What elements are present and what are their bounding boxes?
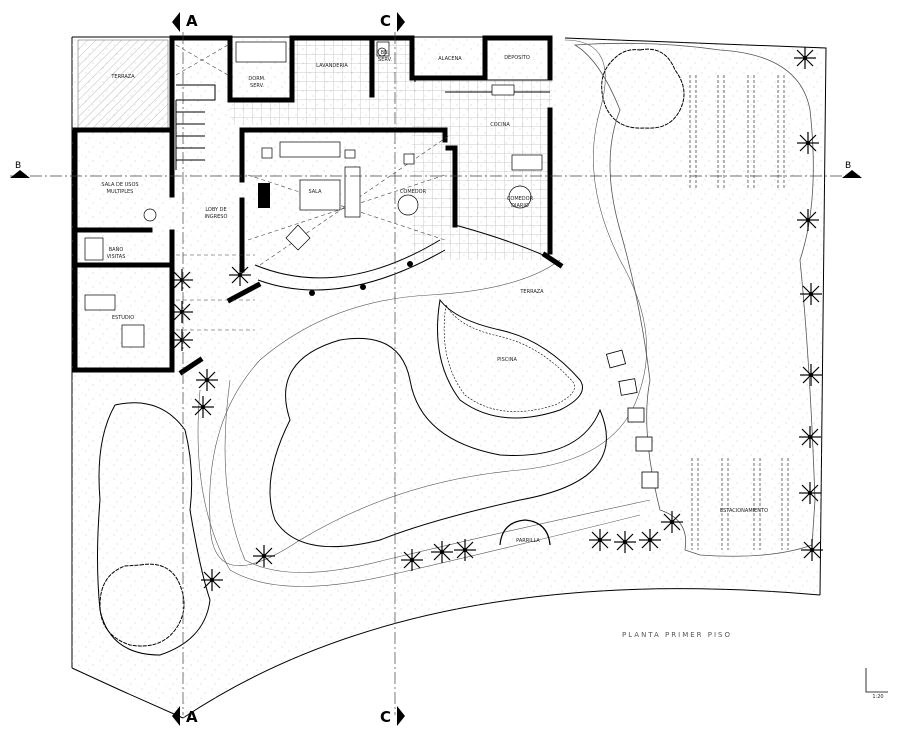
label-lavanderia: LAVANDERIA: [316, 63, 348, 69]
section-a-bottom: A: [186, 708, 198, 726]
label-piscina: PISCINA: [497, 357, 517, 363]
label-cocina: COCINA: [490, 122, 510, 128]
right-garden: [573, 42, 816, 557]
section-a-top: A: [186, 12, 198, 30]
scale-note: 1:20: [872, 694, 883, 700]
thin-lines: [175, 44, 551, 331]
label-sala-usos-2: MULTIPLES: [107, 189, 134, 195]
section-markers: A C A C B B: [10, 12, 862, 726]
section-c-bottom: C: [380, 708, 391, 726]
label-deposito: DEPOSITO: [504, 55, 530, 61]
label-estacionamiento: ESTACIONAMIENTO: [720, 508, 768, 514]
label-alacena: ALACENA: [438, 56, 462, 62]
label-comedor-diario-2: DIARIO: [511, 203, 529, 209]
label-sala: SALA: [308, 189, 322, 195]
label-dorm-serv: DORM.: [248, 76, 266, 82]
label-parrilla: PARRILLA: [516, 538, 540, 544]
label-comedor: COMEDOR: [400, 189, 427, 195]
section-b-right: B: [845, 161, 851, 171]
label-sala-usos: SALA DE USOS: [101, 182, 138, 188]
label-comedor-diario: COMEDOR: [507, 196, 534, 202]
label-lobby: LOBY DE: [205, 207, 226, 213]
section-c-top: C: [380, 12, 391, 30]
furniture: [84, 41, 543, 348]
drawing-title: PLANTA PRIMER PISO: [622, 631, 732, 639]
section-b-left: B: [15, 161, 21, 171]
parking-stalls: [689, 75, 789, 550]
pool: [437, 298, 583, 419]
label-terraza: TERRAZA: [519, 289, 544, 295]
label-estudio: ESTUDIO: [112, 315, 134, 321]
inner-garden: [269, 337, 607, 548]
columns: [309, 261, 413, 296]
label-dorm-serv-2: SERV.: [250, 83, 264, 89]
terraza-top-deck: [77, 39, 169, 129]
label-lobby-2: INGRESO: [205, 214, 228, 220]
walkway: [197, 39, 651, 587]
label-bano-visitas: BAÑO: [109, 246, 124, 253]
tree-icon: [99, 48, 685, 647]
label-bano-visitas-2: VISITAS: [107, 254, 126, 260]
label-bn-serv-2: SERV.: [378, 57, 392, 63]
parrilla-structure: [499, 519, 551, 546]
left-garden: [97, 402, 211, 656]
section-lines: [10, 32, 860, 715]
stepping-stones: [605, 349, 659, 489]
label-bn-serv: BN.: [381, 50, 390, 56]
label-terraza-top: TERRAZA: [110, 74, 135, 80]
walls: [72, 35, 564, 376]
tile-floors: [230, 40, 552, 260]
scale-marker: 1:20: [865, 668, 888, 700]
room-labels: TERRAZA DORM. SERV. LAVANDERIA BN. SERV.…: [101, 50, 768, 544]
